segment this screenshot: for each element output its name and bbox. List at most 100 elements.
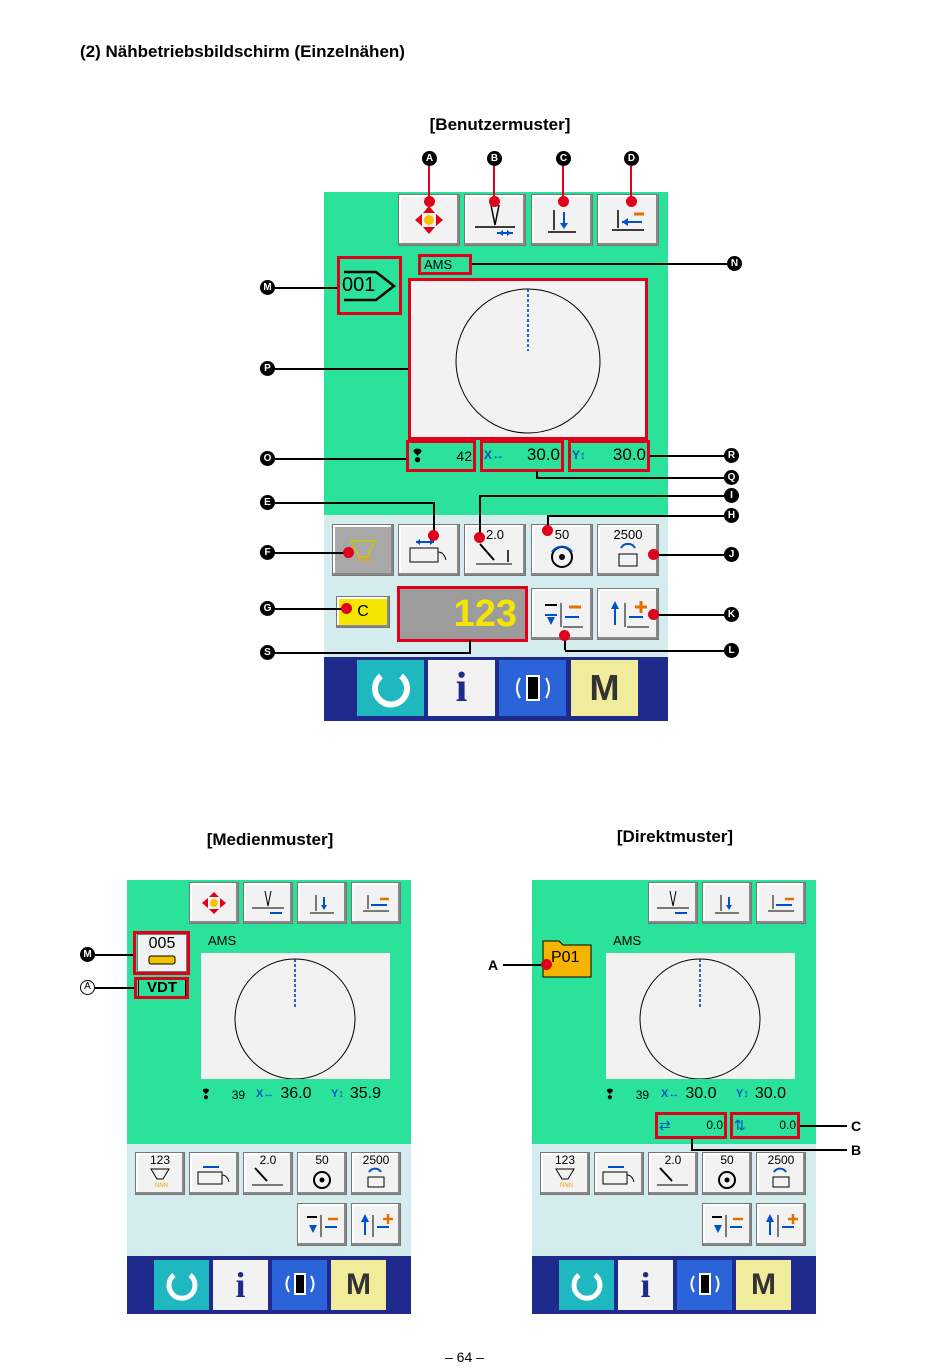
media-plus-counter-button[interactable] (351, 1203, 401, 1246)
leader-r (650, 455, 724, 457)
direct-plus-counter-button[interactable] (756, 1203, 806, 1246)
minus-counter-icon (307, 1214, 338, 1237)
step-back-icon (612, 210, 644, 231)
direct-pattern-preview-shape (639, 958, 761, 1080)
thread-tension-button[interactable]: 2.0 (464, 524, 526, 576)
media-mode-button[interactable]: M (331, 1260, 386, 1310)
direct-speed-small-button[interactable]: 50 (702, 1152, 752, 1195)
direct-y-readout: Y↕ 30.0 (736, 1085, 786, 1103)
media-origin-move-button[interactable] (189, 882, 239, 924)
pattern-number: 001 (342, 274, 376, 296)
caption-user-pattern: [Benutzermuster] (429, 115, 571, 134)
direct-mode-button[interactable]: M (736, 1260, 791, 1310)
leader-k (654, 614, 724, 616)
media-speed-button[interactable]: 2500 (351, 1152, 401, 1195)
media-communication-button[interactable] (272, 1260, 327, 1310)
x-scale-value: 30.0 (526, 445, 560, 464)
direct-thread-clamp-button[interactable] (648, 882, 698, 924)
communication-button[interactable] (499, 660, 566, 716)
mode-icon: M (751, 1268, 776, 1301)
dot-e (428, 530, 439, 541)
leader-b (493, 166, 495, 202)
media-y-readout: Y↕ 35.9 (331, 1085, 381, 1103)
highlight-ams (418, 254, 472, 275)
leader-q (537, 477, 724, 479)
media-ams-label: AMS (208, 933, 237, 948)
highlight-counter (397, 586, 528, 642)
minus-counter-button[interactable] (531, 588, 593, 640)
media-thread-tension-button[interactable]: 2.0 (243, 1152, 293, 1195)
stitch-count-readout: ❢ 42 (410, 444, 472, 468)
leader-s-up (469, 640, 471, 654)
pattern-number-display[interactable]: 001 (340, 258, 400, 314)
thread-tension-value: 2.0 (485, 527, 505, 542)
svg-text:NNN: NNN (155, 1183, 168, 1189)
info-icon: i (235, 1265, 246, 1305)
direct-thread-tension-button[interactable]: 2.0 (648, 1152, 698, 1195)
presser-down-icon (310, 895, 334, 914)
direct-thread-tension: 2.0 (664, 1153, 682, 1167)
pattern-arrow-icon (344, 270, 397, 302)
media-counter-change-button[interactable]: 123 NNN (135, 1152, 185, 1195)
media-step-back-button[interactable] (351, 882, 401, 924)
winder-icon (602, 1165, 635, 1184)
direct-winder-button[interactable] (594, 1152, 644, 1195)
mode-button[interactable]: M (571, 660, 638, 716)
counter-display[interactable]: 123 (399, 588, 526, 640)
direct-ready-button[interactable] (559, 1260, 614, 1310)
media-pattern-number-button[interactable]: 005 (137, 934, 187, 972)
media-counter-small: 123 (149, 1153, 171, 1167)
direct-minus-counter-button[interactable] (702, 1203, 752, 1246)
minus-counter-icon (545, 603, 583, 628)
needle-icon: ❢ (604, 1086, 616, 1102)
media-callout-circled-a: A (80, 980, 95, 995)
direct-y-move-readout: ⇅ 0.0 (734, 1114, 796, 1136)
needle-icon: ❢ (200, 1086, 212, 1102)
ready-icon (571, 1273, 602, 1301)
direct-callout-c: C (851, 1118, 862, 1134)
dot-k (648, 609, 659, 620)
counter-change-button[interactable]: NNN (332, 524, 394, 576)
direct-presser-down-button[interactable] (702, 882, 752, 924)
leader-n (472, 263, 727, 265)
direct-pattern-number-button[interactable]: P01 (541, 935, 593, 979)
ready-button[interactable] (357, 660, 424, 716)
origin-move-icon (415, 206, 443, 234)
direct-counter-change-button[interactable]: 123 NNN (540, 1152, 590, 1195)
y-scale-readout: Y↕ 30.0 (572, 442, 646, 468)
media-highlight-pattern (133, 931, 190, 975)
leader-m (275, 287, 337, 289)
direct-y-move: 0.0 (779, 1118, 796, 1132)
callout-d: D (624, 151, 639, 166)
callout-m: M (260, 280, 275, 295)
plus-counter-button[interactable] (597, 588, 659, 640)
media-presser-down-button[interactable] (297, 882, 347, 924)
leader-d (630, 166, 632, 202)
callout-g: G (260, 601, 275, 616)
speed-small-button[interactable]: 50 (531, 524, 593, 576)
communication-icon (690, 1273, 719, 1295)
stitch-count: 42 (456, 448, 472, 464)
media-winder-button[interactable] (189, 1152, 239, 1195)
media-minus-counter-button[interactable] (297, 1203, 347, 1246)
counter-value: 123 (453, 592, 517, 635)
needle-icon: ❢ (410, 445, 426, 466)
mode-icon: M (589, 667, 620, 708)
media-ready-button[interactable] (154, 1260, 209, 1310)
direct-step-back-button[interactable] (756, 882, 806, 924)
pattern-preview (411, 281, 645, 437)
direct-speed-button[interactable]: 2500 (756, 1152, 806, 1195)
media-speed: 2500 (362, 1153, 390, 1167)
media-info-button[interactable]: i (213, 1260, 268, 1310)
direct-counter-small: 123 (554, 1153, 576, 1167)
direct-communication-button[interactable] (677, 1260, 732, 1310)
info-button[interactable]: i (428, 660, 495, 716)
media-thread-clamp-button[interactable] (243, 882, 293, 924)
y-move-icon: ⇅ (734, 1116, 746, 1133)
media-speed-small-button[interactable]: 50 (297, 1152, 347, 1195)
media-pattern-preview (201, 953, 390, 1080)
dot-i (474, 532, 485, 543)
direct-info-button[interactable]: i (618, 1260, 673, 1310)
direct-leader-b-up (691, 1139, 693, 1151)
highlight-y (568, 440, 650, 472)
